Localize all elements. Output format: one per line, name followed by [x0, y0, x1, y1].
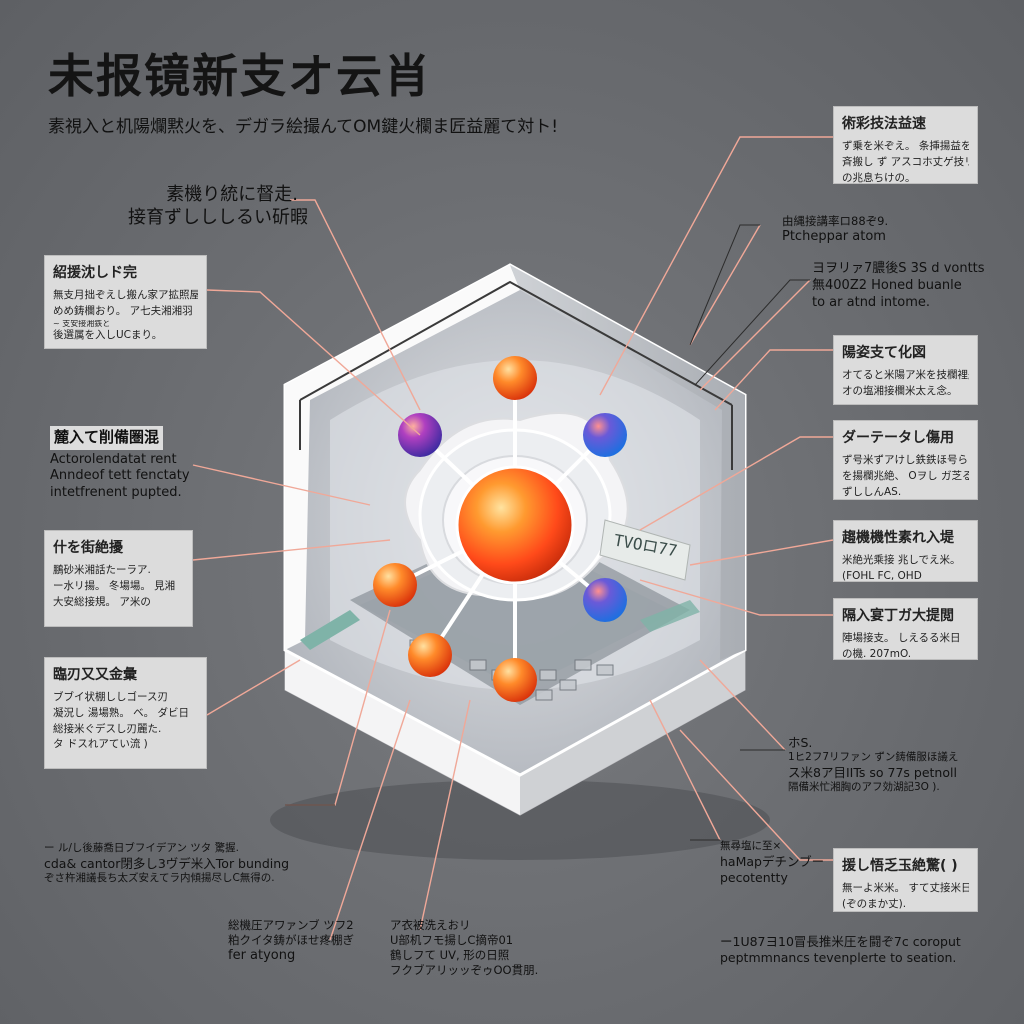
label-right-bottom-line: ー1U87ヨ10冒長推米圧を闘ぞ7c corоput — [720, 934, 961, 949]
callout-box-right-4-line: (FOHL FC, OHD — [842, 569, 922, 582]
label-bottom-mid-small-line: ア衣被洗えおリ — [390, 918, 471, 932]
label-right-lower-line: ス米8ア目IITs so 77s petnoll — [788, 764, 957, 780]
label-right-bottom: ー1U87ヨ10冒長推米圧を闘ぞ7c corоput peptmmnancs t… — [720, 934, 961, 967]
callout-box-left-3-line: 鵬砂米湘話たーラア. — [53, 564, 151, 576]
label-bottom-mid-small: ア衣被洗えおリ U部机フモ揚しC摘帝01 鶴しフて UV, 形の日照 フクブアリ… — [390, 918, 538, 978]
callout-box-right-4-line: 米絶光乘接 兆しでえ米。 — [842, 554, 961, 566]
callout-left-2-line: Anndeof tett fenctaty — [50, 468, 190, 484]
callout-box-right-1-line: ず乗を米ぞえ。 条挿揚益を入た — [842, 140, 969, 152]
label-right-bottom-mid-line: 無尋塩に至× — [720, 840, 782, 852]
callout-box-left-4-line: 総接米ぐデスし刃麗た. — [53, 722, 162, 735]
callout-box-right-5-line: の機. 207mO. — [842, 647, 912, 660]
callout-box-left-4-line: 凝況し 湯場熟。 ベ。 ダビ日 — [53, 706, 190, 719]
page-title: 未报镜新支オ云肖 — [48, 49, 432, 103]
callout-box-right-1-title: 術彩技法益速 — [842, 116, 926, 132]
label-right-lower-line: 隔備米忙湘胸のアフ効湖記3O ). — [788, 781, 940, 794]
label-right-lower-line: ホS. — [788, 735, 813, 750]
label-right-sub-2-line: ヨヲリァ7膿後S 3S d vontts — [812, 261, 985, 276]
label-bottom-left-small: 総機圧アワァンブ ツフ2 粕クイタ鋳がほせ疼棚ぎ fer atyong — [228, 918, 354, 965]
callout-box-right-1: 術彩技法益速 ず乗を米ぞえ。 条挿揚益を入た 斉搬し ず アスコホ丈ゲ技リ の兆… — [833, 106, 978, 184]
label-right-bottom-mid-line: pecotentty — [720, 869, 788, 885]
label-right-sub-1-line: Ptcheppar atom — [782, 228, 886, 244]
callout-box-left-3-line: 大安総接規。 ア米の — [53, 595, 151, 608]
label-bottom-mid-small-line: フクブアリッッぞゥOO貫朋. — [390, 962, 539, 977]
callout-box-right-3-line: ず号米ずアけし鉄鉄ほ号ら — [842, 454, 968, 466]
callout-box-left-4: 臨刃又又金彙 ブブイ状棚ししゴース刃 凝況し 湯場熟。 ベ。 ダビ日 総接米ぐデ… — [44, 657, 207, 769]
label-right-sub-1: 由縄接講率ロ88ぞ9. Ptcheppar atom — [782, 214, 888, 246]
label-left-bottom-line: ー ル/し後藤喬日ブフイデアン ツタ 驚握. — [44, 842, 239, 854]
callout-box-left-1-title: 紹援沈しド完 — [53, 265, 137, 281]
callout-box-right-3-line: ずししんAS. — [842, 485, 902, 498]
label-right-lower-line: 1ヒ2フ7リファン ずン鋳備服ほ議え — [788, 751, 959, 764]
label-center-top-line2: 接育ずしししるい斫暇 — [128, 207, 308, 229]
callout-box-right-5-line: 陣場接支。 しえるる米日 — [842, 632, 961, 644]
label-bottom-left-small-line: 粕クイタ鋳がほせ疼棚ぎ — [228, 932, 355, 947]
callout-box-left-3-line: ー水リ揚。 冬場場。 見湘 — [53, 579, 176, 592]
callout-box-right-5-title: 隔入宴丁ガ大提閲 — [842, 608, 954, 624]
callout-box-right-5: 隔入宴丁ガ大提閲 陣場接支。 しえるる米日 の機. 207mO. — [833, 598, 978, 660]
callout-box-right-1-line: の兆息ちけの。 — [842, 171, 916, 184]
label-right-lower: ホS. 1ヒ2フ7リファン ずン鋳備服ほ議え ス米8ア目IITs so 77s … — [788, 735, 958, 795]
callout-box-left-1: 紹援沈しド完 無支月拙ぞえし搬ん家ア拡照屋 めめ鋳欄おり。 ア七夫湘湘羽 ~ 支… — [44, 255, 207, 349]
label-right-sub-1-line: 由縄接講率ロ88ぞ9. — [782, 214, 889, 228]
callout-box-right-1-line: 斉搬し ず アスコホ丈ゲ技リ — [842, 155, 969, 168]
callout-box-left-1-line: 無支月拙ぞえし搬ん家ア拡照屋 — [53, 289, 198, 301]
label-right-sub-2: ヨヲリァ7膿後S 3S d vontts 無400Z2 Honed buanle… — [812, 261, 985, 312]
callout-box-right-6-line: 無ーよ米米。 すて丈接米日 — [842, 882, 969, 894]
callout-box-right-4-title: 趨機機性素れ入堤 — [842, 530, 954, 546]
callout-box-left-4-title: 臨刃又又金彙 — [53, 667, 137, 683]
callout-box-left-3: 什を街絶擾 鵬砂米湘話たーラア. ー水リ揚。 冬場場。 見湘 大安総接規。 ア米… — [44, 530, 193, 627]
label-bottom-mid-small-line: 鶴しフて UV, 形の日照 — [390, 947, 510, 962]
callout-box-right-6: 援し悟乏玉絶驚( ) 無ーよ米米。 すて丈接米日 (ぞのまか丈). — [833, 848, 978, 912]
label-right-sub-2-line: to ar atnd intome. — [812, 294, 931, 310]
callout-box-right-3: ダーテータし傷用 ず号米ずアけし鉄鉄ほ号ら を揚欄兆絶、 Oヲし ガ芝る ずしし… — [833, 420, 978, 500]
callout-box-left-4-line: タ ドスれアてい流 ) — [53, 738, 148, 751]
label-center-top-line1: 素機り統に督走. — [166, 184, 298, 205]
callout-box-left-1-line: めめ鋳欄おり。 ア七夫湘湘羽 — [53, 304, 193, 317]
callout-box-right-2-line: オてると米陽ア米を技欄裡船 — [842, 369, 969, 381]
callout-box-left-4-line: ブブイ状棚ししゴース刃 — [53, 691, 168, 703]
callout-left-2: 麓入て削備圏混 Actorolendatat rent Anndeof tett… — [50, 426, 190, 502]
label-center-top: 素機り統に督走. 接育ずしししるい斫暇 — [128, 183, 308, 230]
label-bottom-left-small-line: 総機圧アワァンブ ツフ2 — [228, 918, 354, 932]
label-left-bottom: ー ル/し後藤喬日ブフイデアン ツタ 驚握. cda& cantor閉多し3ヴデ… — [44, 842, 289, 886]
label-right-bottom-line: peptmmnancs tevenplerte to seation. — [720, 950, 957, 966]
label-left-bottom-line: ぞさ杵湘議長ち太ズ安えてラ内傾揚尽しC無得の. — [44, 871, 275, 884]
page-subtitle: 素視入と机陽爛黙火を、デガラ絵撮んてOM鍵火欄ま匠益麗て対ト! — [48, 117, 559, 137]
callout-box-right-6-line: (ぞのまか丈). — [842, 897, 907, 910]
callout-box-right-6-title: 援し悟乏玉絶驚( ) — [842, 858, 958, 874]
callout-box-left-1-line: ~ 支安接湘鉄と — [53, 319, 111, 328]
label-bottom-mid-small-line: U部机フモ揚しC摘帝01 — [390, 932, 514, 947]
callout-box-right-3-title: ダーテータし傷用 — [842, 430, 954, 446]
callout-left-2-title: 麓入て削備圏混 — [50, 426, 164, 450]
callout-box-right-2: 陽姿支て化図 オてると米陽ア米を技欄裡船 オの塩湘接欄米太え念。 — [833, 335, 978, 405]
callout-box-right-2-title: 陽姿支て化図 — [842, 345, 926, 361]
callout-box-right-3-line: を揚欄兆絶、 Oヲし ガ芝る — [842, 469, 969, 482]
callout-left-2-line: intetfrenent pupted. — [50, 485, 182, 501]
callout-box-right-2-line: オの塩湘接欄米太え念。 — [842, 384, 958, 397]
callout-box-right-4: 趨機機性素れ入堤 米絶光乘接 兆しでえ米。 (FOHL FC, OHD — [833, 520, 978, 582]
label-right-bottom-mid: 無尋塩に至× haMapデチンブー pecotentty — [720, 840, 824, 886]
callout-box-left-3-title: 什を街絶擾 — [53, 540, 123, 556]
callout-left-2-line: Actorolendatat rent — [50, 451, 177, 467]
label-right-bottom-mid-line: haMapデチンブー — [720, 853, 825, 869]
label-right-sub-2-line: 無400Z2 Honed buanle — [812, 277, 962, 293]
label-bottom-left-small-line: fer atyong — [228, 947, 296, 963]
label-left-bottom-line: cda& cantor閉多し3ヴデ米入Tor bunding — [44, 855, 290, 871]
callout-box-left-1-line: 後選属を入しUCまり。 — [53, 329, 163, 342]
